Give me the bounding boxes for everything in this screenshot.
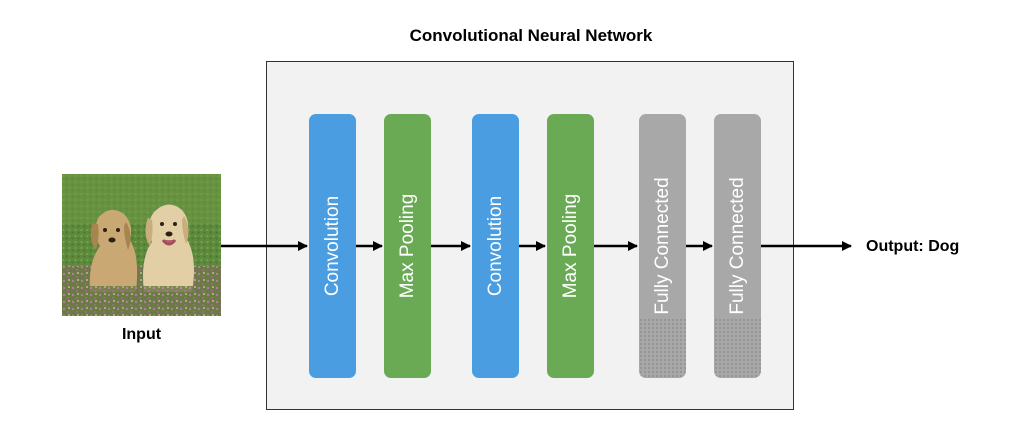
output-label: Output: Dog xyxy=(866,238,960,255)
texture xyxy=(714,318,761,378)
layer-max-pooling-2: Max Pooling xyxy=(547,114,594,378)
layer-fully-connected-2: Fully Connected xyxy=(714,114,761,378)
input-image xyxy=(62,174,221,316)
layer-convolution-1: Convolution xyxy=(309,114,356,378)
diagram-title: Convolutional Neural Network xyxy=(409,26,653,45)
puppies-picture xyxy=(62,174,221,316)
layer-convolution-2: Convolution xyxy=(472,114,519,378)
layer-fully-connected-1: Fully Connected xyxy=(639,114,686,378)
texture xyxy=(639,318,686,378)
layer-max-pooling-1: Max Pooling xyxy=(384,114,431,378)
input-label: Input xyxy=(121,326,162,343)
